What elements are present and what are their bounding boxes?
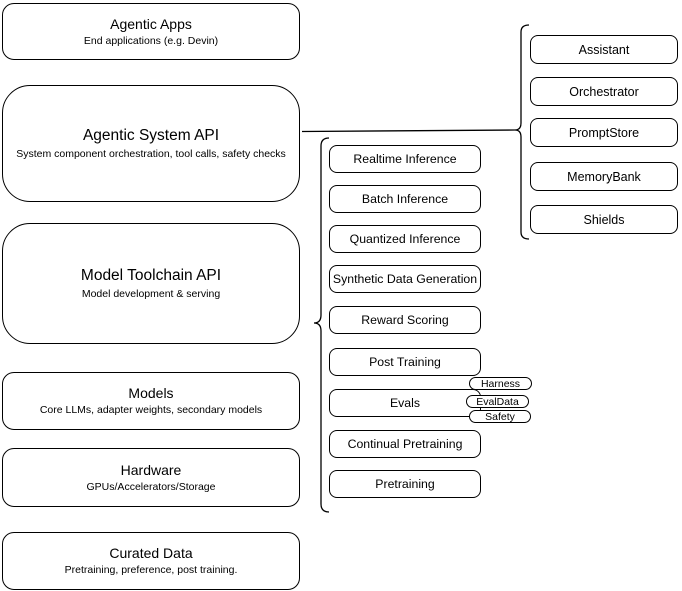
box-continual-pretraining: Continual Pretraining (329, 430, 481, 458)
box-label: Quantized Inference (349, 232, 461, 246)
pill-evaldata: EvalData (466, 395, 529, 408)
box-shields: Shields (530, 205, 678, 234)
brace-system-components (514, 24, 530, 240)
box-label: Continual Pretraining (347, 437, 463, 451)
node-hardware: Hardware GPUs/Accelerators/Storage (2, 448, 300, 507)
node-title: Agentic Apps (110, 15, 192, 32)
box-batch-inference: Batch Inference (329, 185, 481, 213)
node-model-toolchain-api: Model Toolchain API Model development & … (2, 223, 300, 344)
box-evals: Evals (329, 389, 481, 417)
node-subtitle: End applications (e.g. Devin) (83, 34, 219, 47)
node-agentic-system-api: Agentic System API System component orch… (2, 85, 300, 202)
box-orchestrator: Orchestrator (530, 77, 678, 106)
node-title: Agentic System API (82, 126, 220, 144)
pill-safety: Safety (469, 410, 531, 423)
node-agentic-apps: Agentic Apps End applications (e.g. Devi… (2, 3, 300, 60)
node-subtitle: Pretraining, preference, post training. (64, 564, 238, 577)
box-quantized-inference: Quantized Inference (329, 225, 481, 253)
node-title: Models (128, 385, 174, 402)
box-label: Reward Scoring (361, 313, 449, 327)
pill-label: EvalData (476, 395, 519, 408)
box-label: Assistant (578, 42, 630, 57)
box-memorybank: MemoryBank (530, 162, 678, 191)
node-models: Models Core LLMs, adapter weights, secon… (2, 372, 300, 430)
box-label: Post Training (369, 355, 441, 369)
box-label: Evals (389, 396, 421, 410)
box-synthetic-data-generation: Synthetic Data Generation (329, 265, 481, 293)
box-label: Realtime Inference (353, 152, 457, 166)
box-label: Pretraining (375, 477, 435, 491)
pill-label: Safety (485, 410, 515, 423)
connector-system-api-line (301, 129, 516, 133)
box-label: Synthetic Data Generation (332, 272, 478, 286)
box-label: PromptStore (568, 125, 640, 140)
node-subtitle: Core LLMs, adapter weights, secondary mo… (39, 404, 263, 417)
box-label: Batch Inference (361, 192, 449, 206)
pill-harness: Harness (469, 377, 532, 390)
node-subtitle: GPUs/Accelerators/Storage (86, 480, 216, 493)
box-label: Orchestrator (569, 84, 639, 99)
box-post-training: Post Training (329, 348, 481, 376)
node-title: Model Toolchain API (80, 266, 222, 284)
box-pretraining: Pretraining (329, 470, 481, 498)
node-subtitle: System component orchestration, tool cal… (16, 147, 286, 160)
pill-label: Harness (480, 377, 521, 390)
box-label: Shields (583, 212, 625, 227)
box-reward-scoring: Reward Scoring (329, 306, 481, 334)
box-label: MemoryBank (567, 169, 641, 184)
box-promptstore: PromptStore (530, 118, 678, 147)
node-title: Curated Data (109, 545, 193, 562)
node-curated-data: Curated Data Pretraining, preference, po… (2, 532, 300, 590)
box-assistant: Assistant (530, 35, 678, 64)
box-realtime-inference: Realtime Inference (329, 145, 481, 173)
node-subtitle: Model development & serving (81, 287, 221, 300)
node-title: Hardware (120, 461, 182, 478)
brace-toolchain-services (313, 137, 330, 513)
